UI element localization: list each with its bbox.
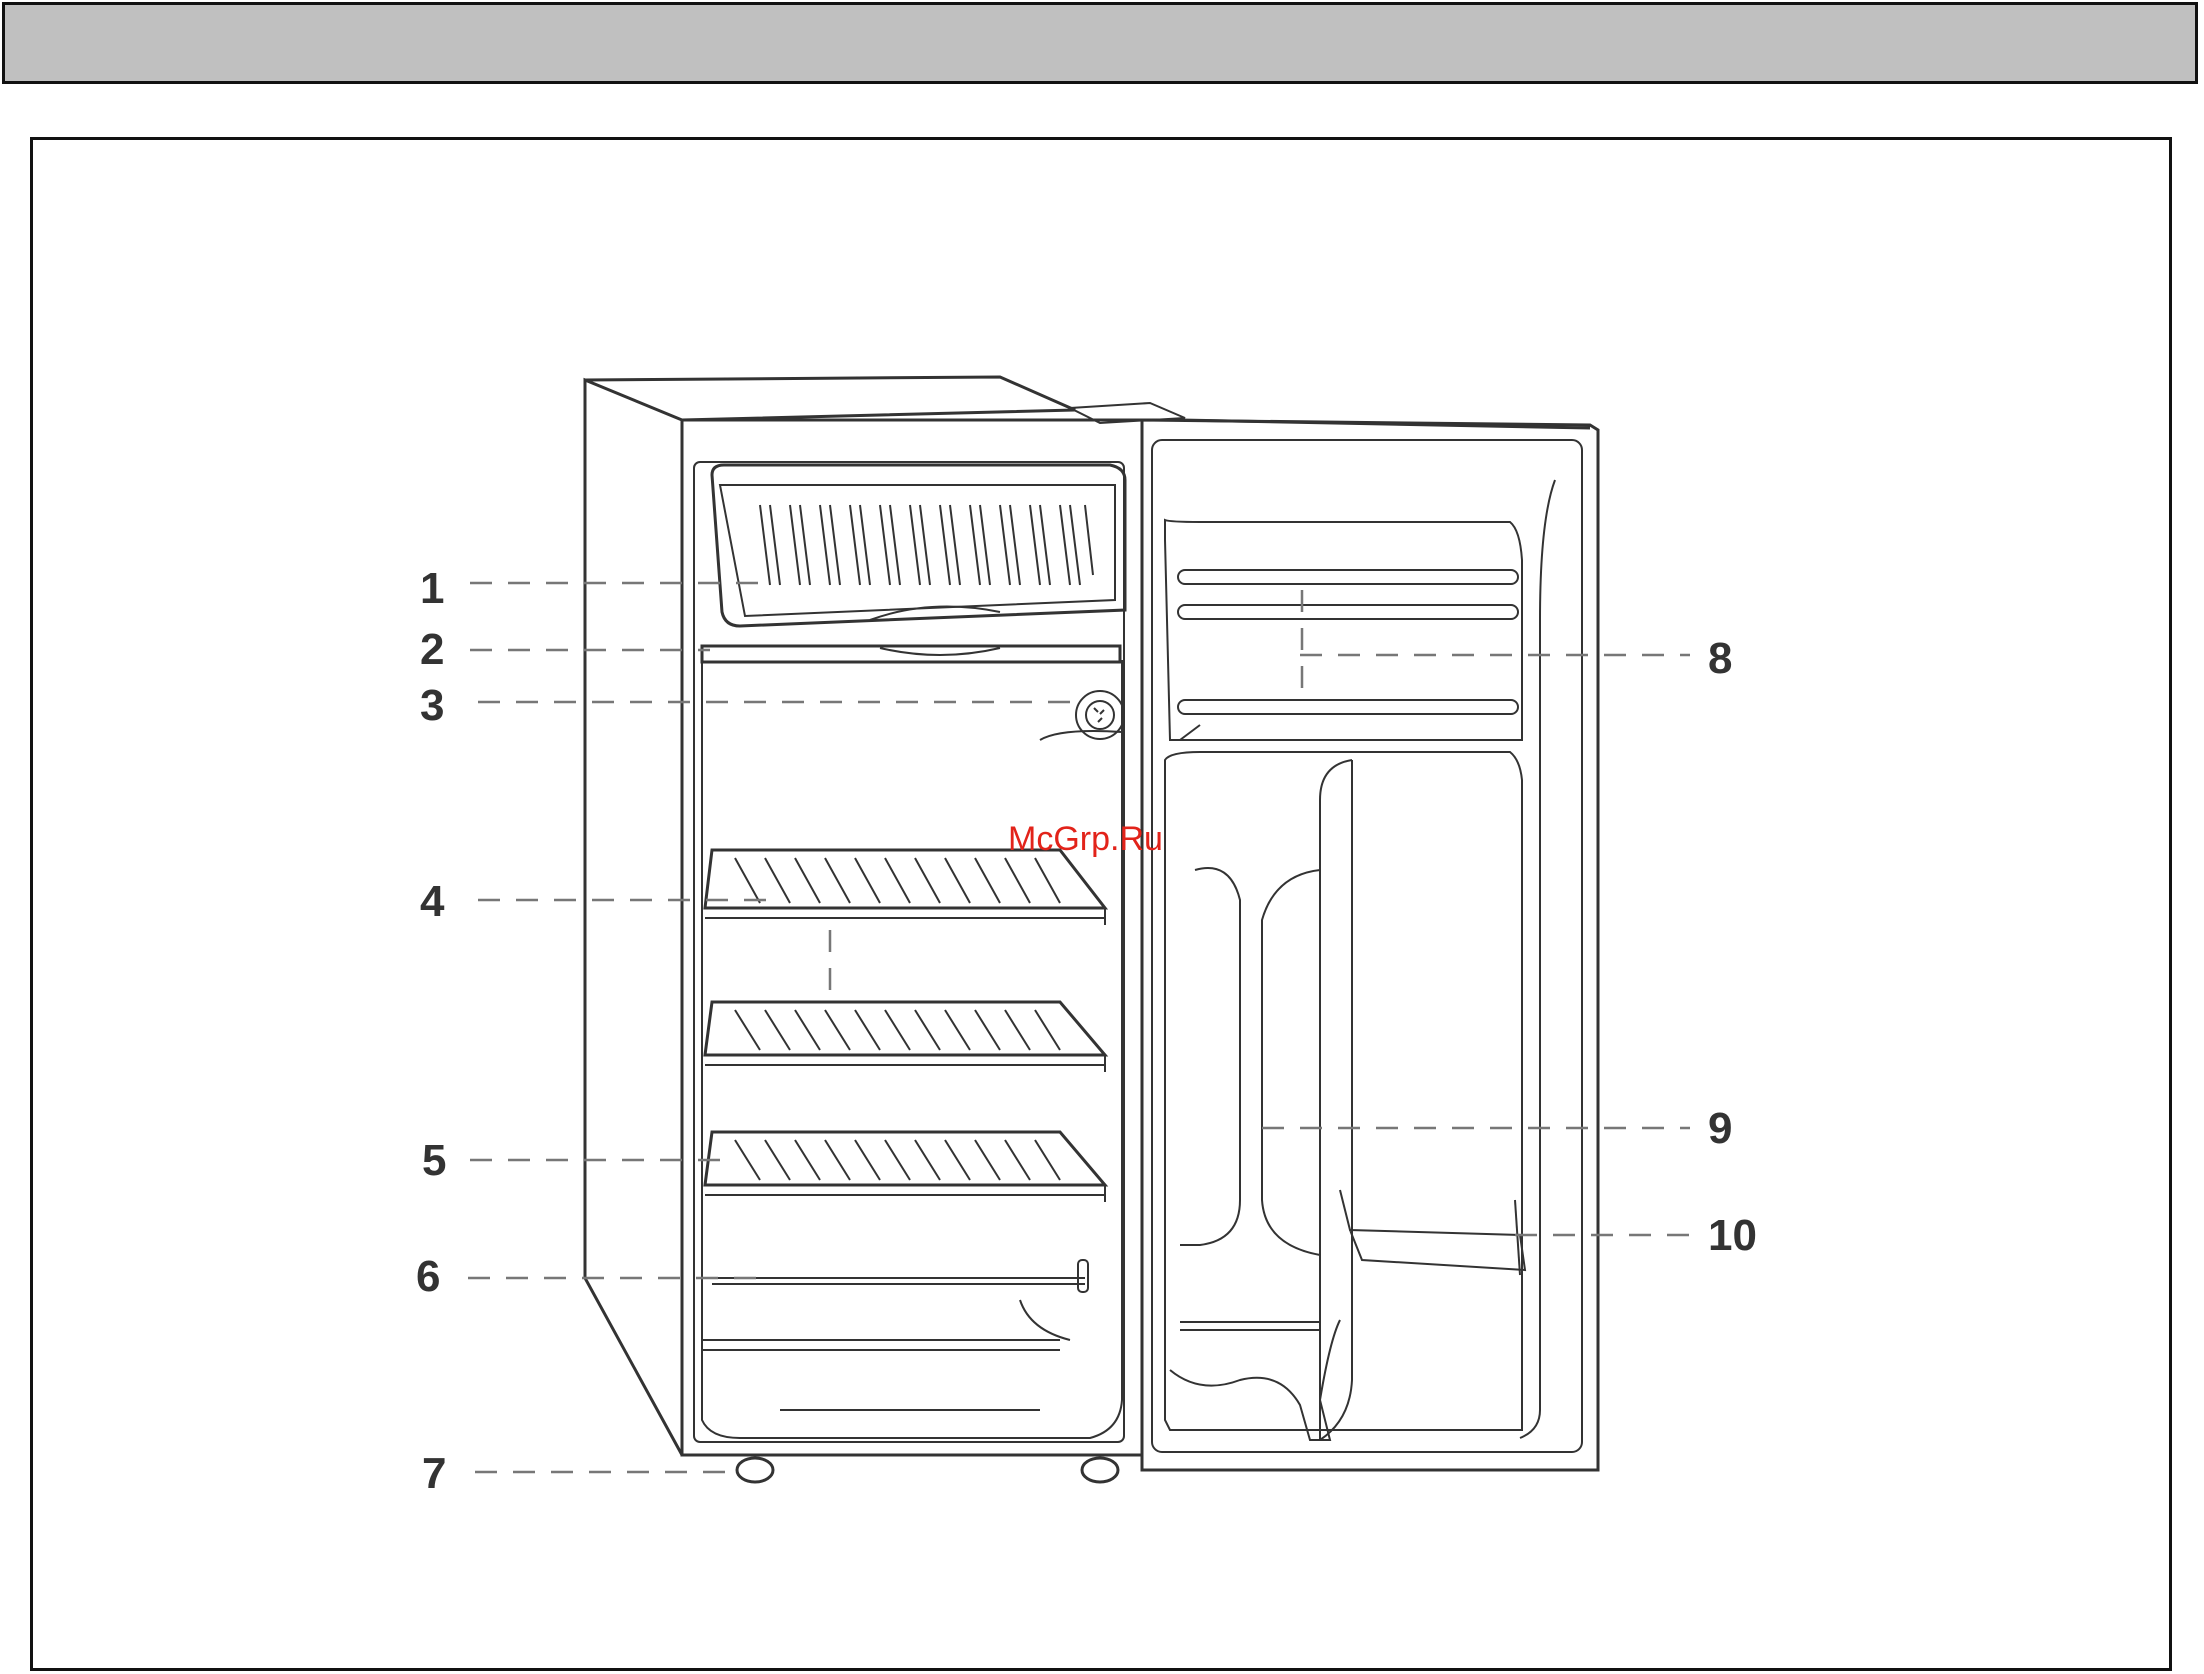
leader-lines [468,583,1690,1472]
leader-4 [478,900,830,1000]
shelf-top [705,850,1105,925]
callout-6: 6 [416,1252,440,1301]
callout-5: 5 [422,1136,446,1185]
freezer-compartment [702,465,1125,662]
callout-3: 3 [420,681,444,730]
callout-4: 4 [420,877,445,926]
shelf-middle [705,1002,1105,1072]
crisper-rail [712,1260,1088,1292]
callout-2: 2 [420,625,444,674]
fridge-door [1070,403,1598,1470]
shelf-bottom [705,1132,1105,1202]
callout-8: 8 [1708,634,1732,683]
callout-1: 1 [420,564,444,613]
wire-shelves [705,850,1105,1202]
callout-10: 10 [1708,1211,1757,1260]
callout-9: 9 [1708,1104,1732,1153]
fridge-cabinet [585,377,1142,1482]
watermark-text: McGrp.Ru [1008,820,1163,858]
callout-7: 7 [422,1449,446,1498]
